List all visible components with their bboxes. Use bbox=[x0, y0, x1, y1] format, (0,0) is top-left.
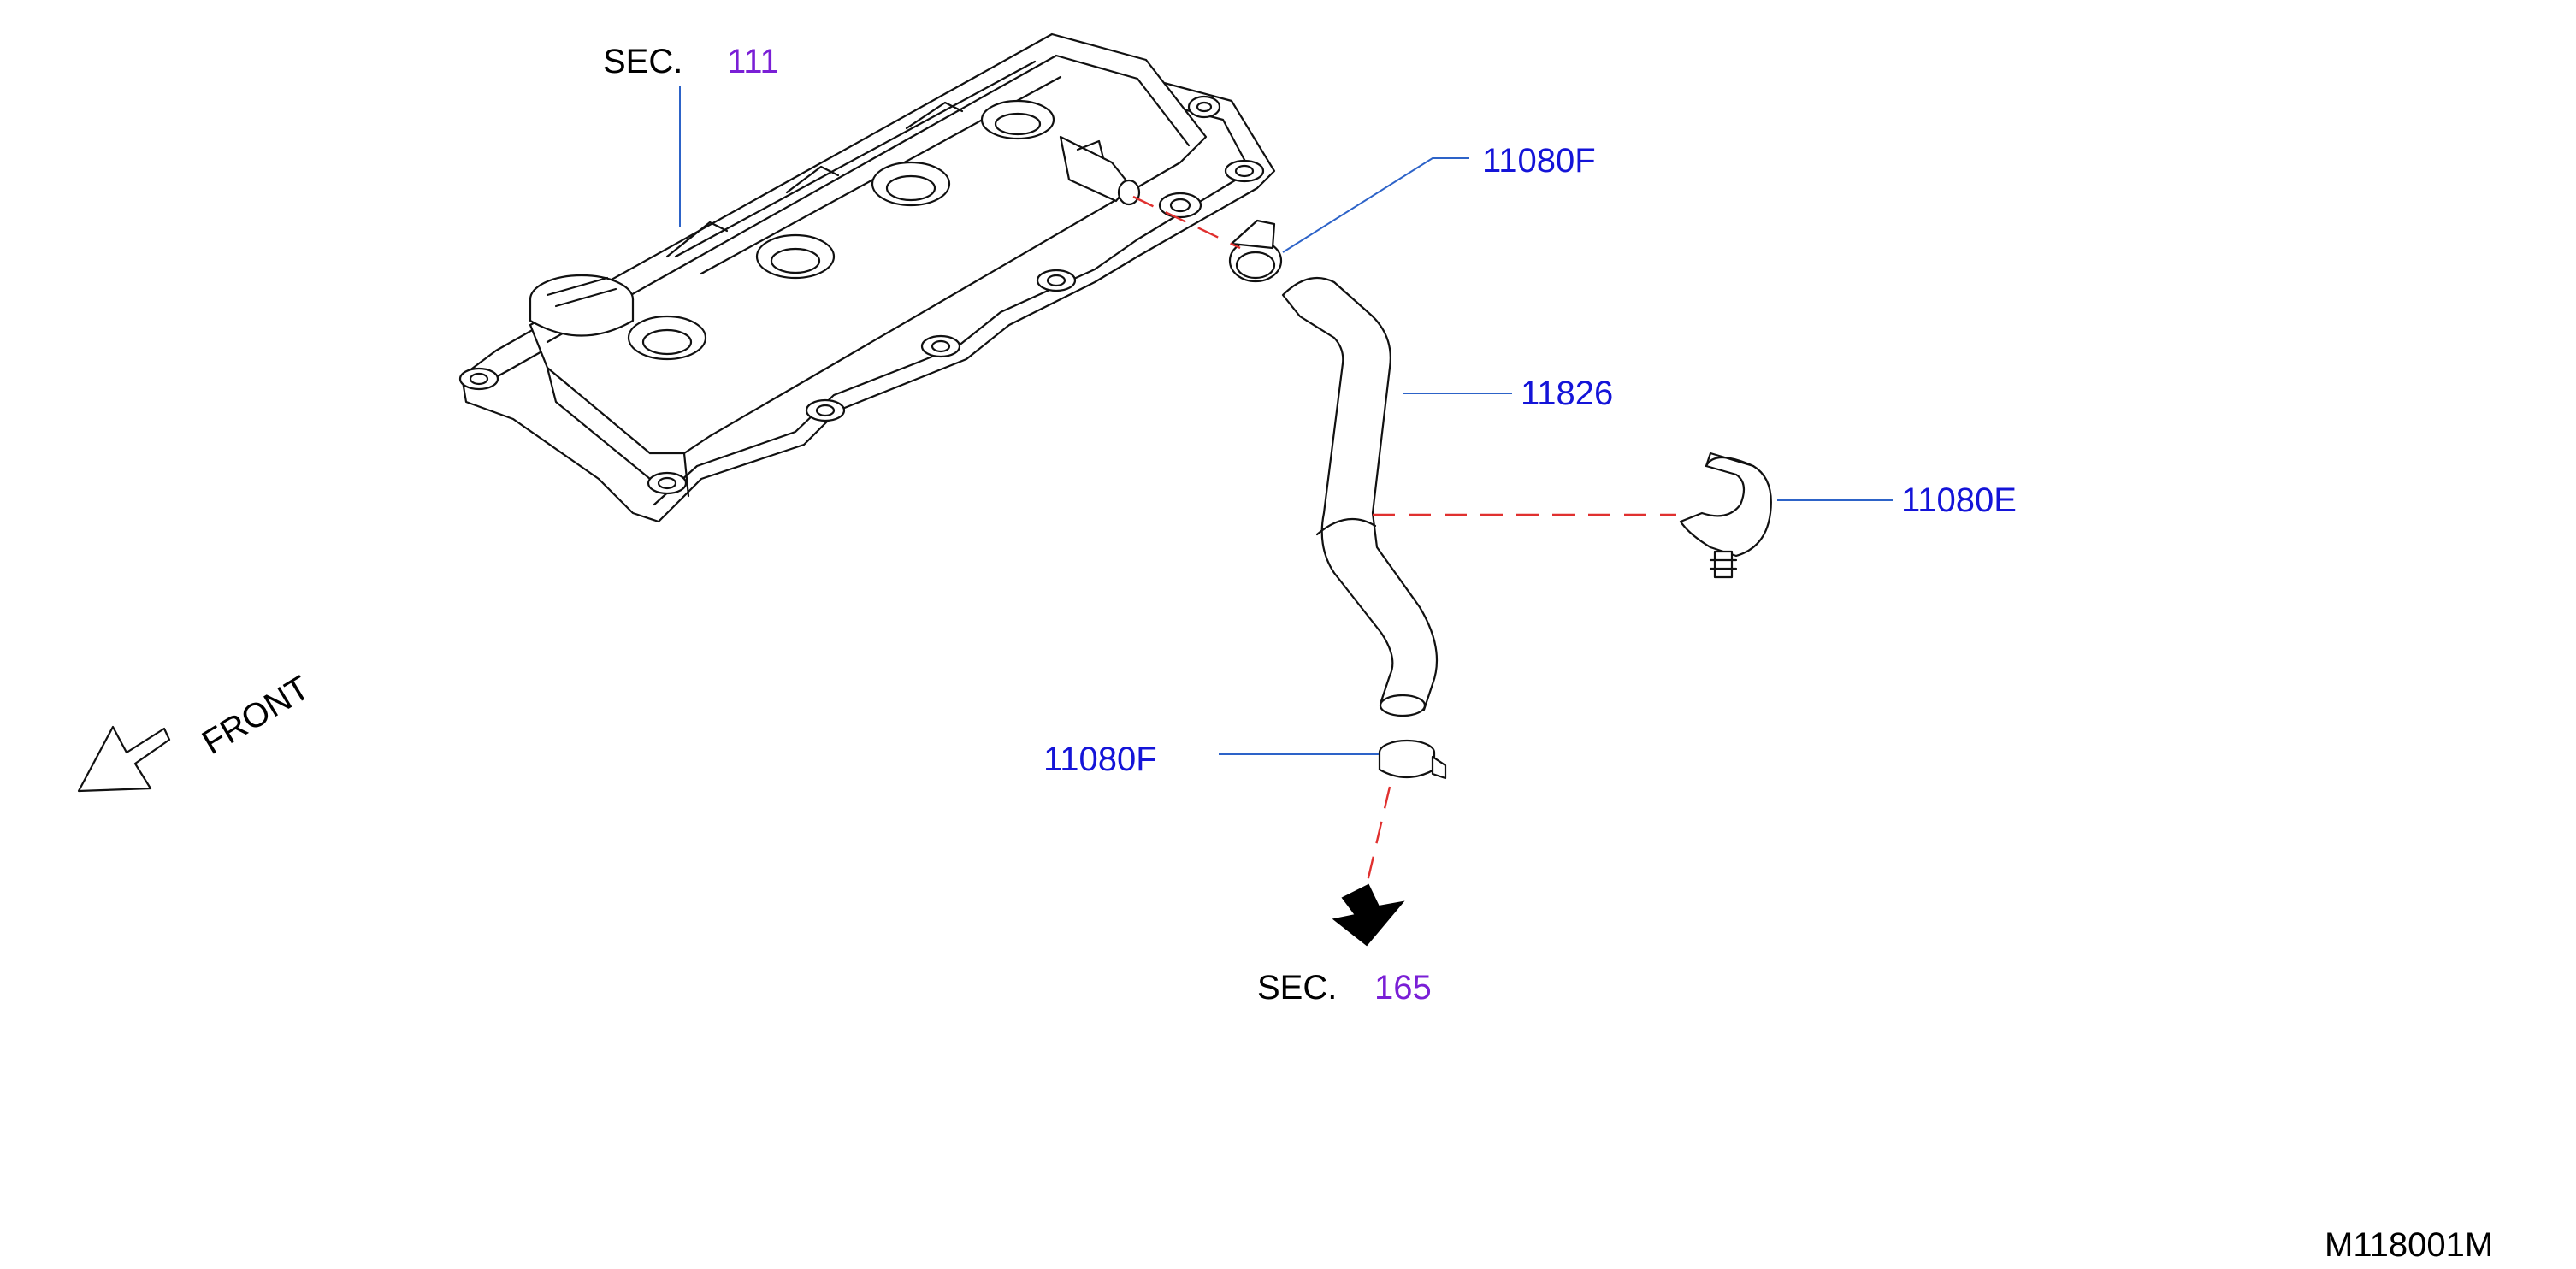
front-arrow-icon bbox=[77, 725, 171, 793]
lower-hose-clamp-illustration bbox=[1378, 739, 1447, 780]
leader-lines bbox=[679, 86, 1893, 755]
upper-hose-clamp-illustration bbox=[1228, 219, 1283, 283]
part-11080F-upper-link[interactable]: 11080F bbox=[1482, 142, 1596, 180]
part-11080E-link[interactable]: 11080E bbox=[1901, 481, 2017, 519]
assembly-guide-lines bbox=[1132, 195, 1676, 886]
part-11080F-lower-link[interactable]: 11080F bbox=[1043, 741, 1157, 778]
section-111-link[interactable]: 111 bbox=[727, 43, 779, 80]
section-165-link[interactable]: 165 bbox=[1374, 969, 1432, 1006]
hose-clip-illustration bbox=[1679, 452, 1772, 579]
rocker-cover-illustration bbox=[458, 32, 1276, 523]
section-label-bottom: SEC. bbox=[1257, 969, 1338, 1006]
diagram-code: M118001M bbox=[2325, 1226, 2494, 1264]
pcv-hose-illustration bbox=[1281, 276, 1439, 717]
part-11826-link[interactable]: 11826 bbox=[1521, 375, 1614, 412]
section-label-top: SEC. bbox=[603, 43, 683, 80]
direction-arrow-sec165 bbox=[1332, 883, 1405, 947]
